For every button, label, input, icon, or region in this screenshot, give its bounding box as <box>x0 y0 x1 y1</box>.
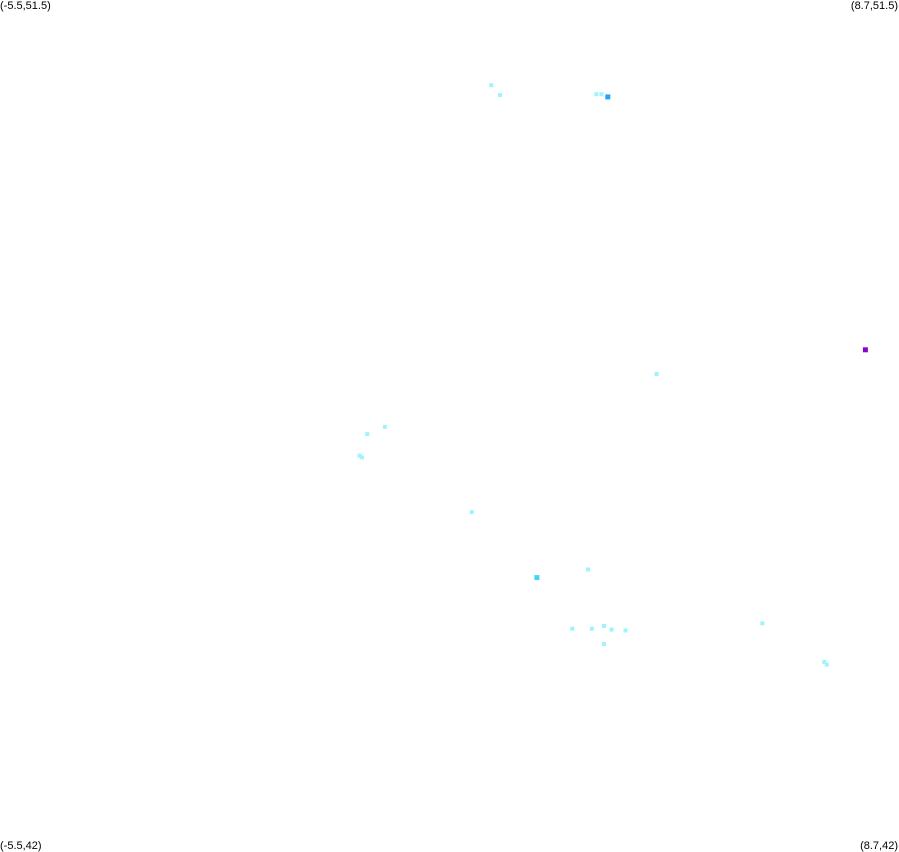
points-layer <box>357 83 868 667</box>
corner-label-top-left: (-5.5,51.5) <box>0 0 51 12</box>
map-point <box>589 626 594 631</box>
map-point <box>824 662 829 667</box>
map-point <box>862 347 868 353</box>
map-point <box>609 627 614 632</box>
map-point <box>534 575 540 581</box>
map-point <box>498 93 503 98</box>
map-point <box>822 659 827 664</box>
map-point <box>602 641 606 646</box>
map-point <box>382 424 387 429</box>
corner-label-top-right: (8.7,51.5) <box>850 0 898 12</box>
map-point <box>654 372 659 376</box>
map-point <box>357 453 362 458</box>
map-point <box>594 92 599 97</box>
map-point <box>469 510 474 515</box>
map-point <box>365 432 370 437</box>
corner-label-bottom-right: (8.7,42) <box>860 840 898 852</box>
map-point <box>623 628 628 633</box>
map-point <box>602 624 606 628</box>
map-point <box>586 567 591 572</box>
map-point <box>599 92 604 97</box>
map-point <box>760 621 765 626</box>
map-point <box>605 94 611 100</box>
corner-label-bottom-left: (-5.5,42) <box>0 840 42 852</box>
map-point <box>360 455 365 460</box>
map-point <box>489 83 494 88</box>
map-point <box>570 626 575 631</box>
